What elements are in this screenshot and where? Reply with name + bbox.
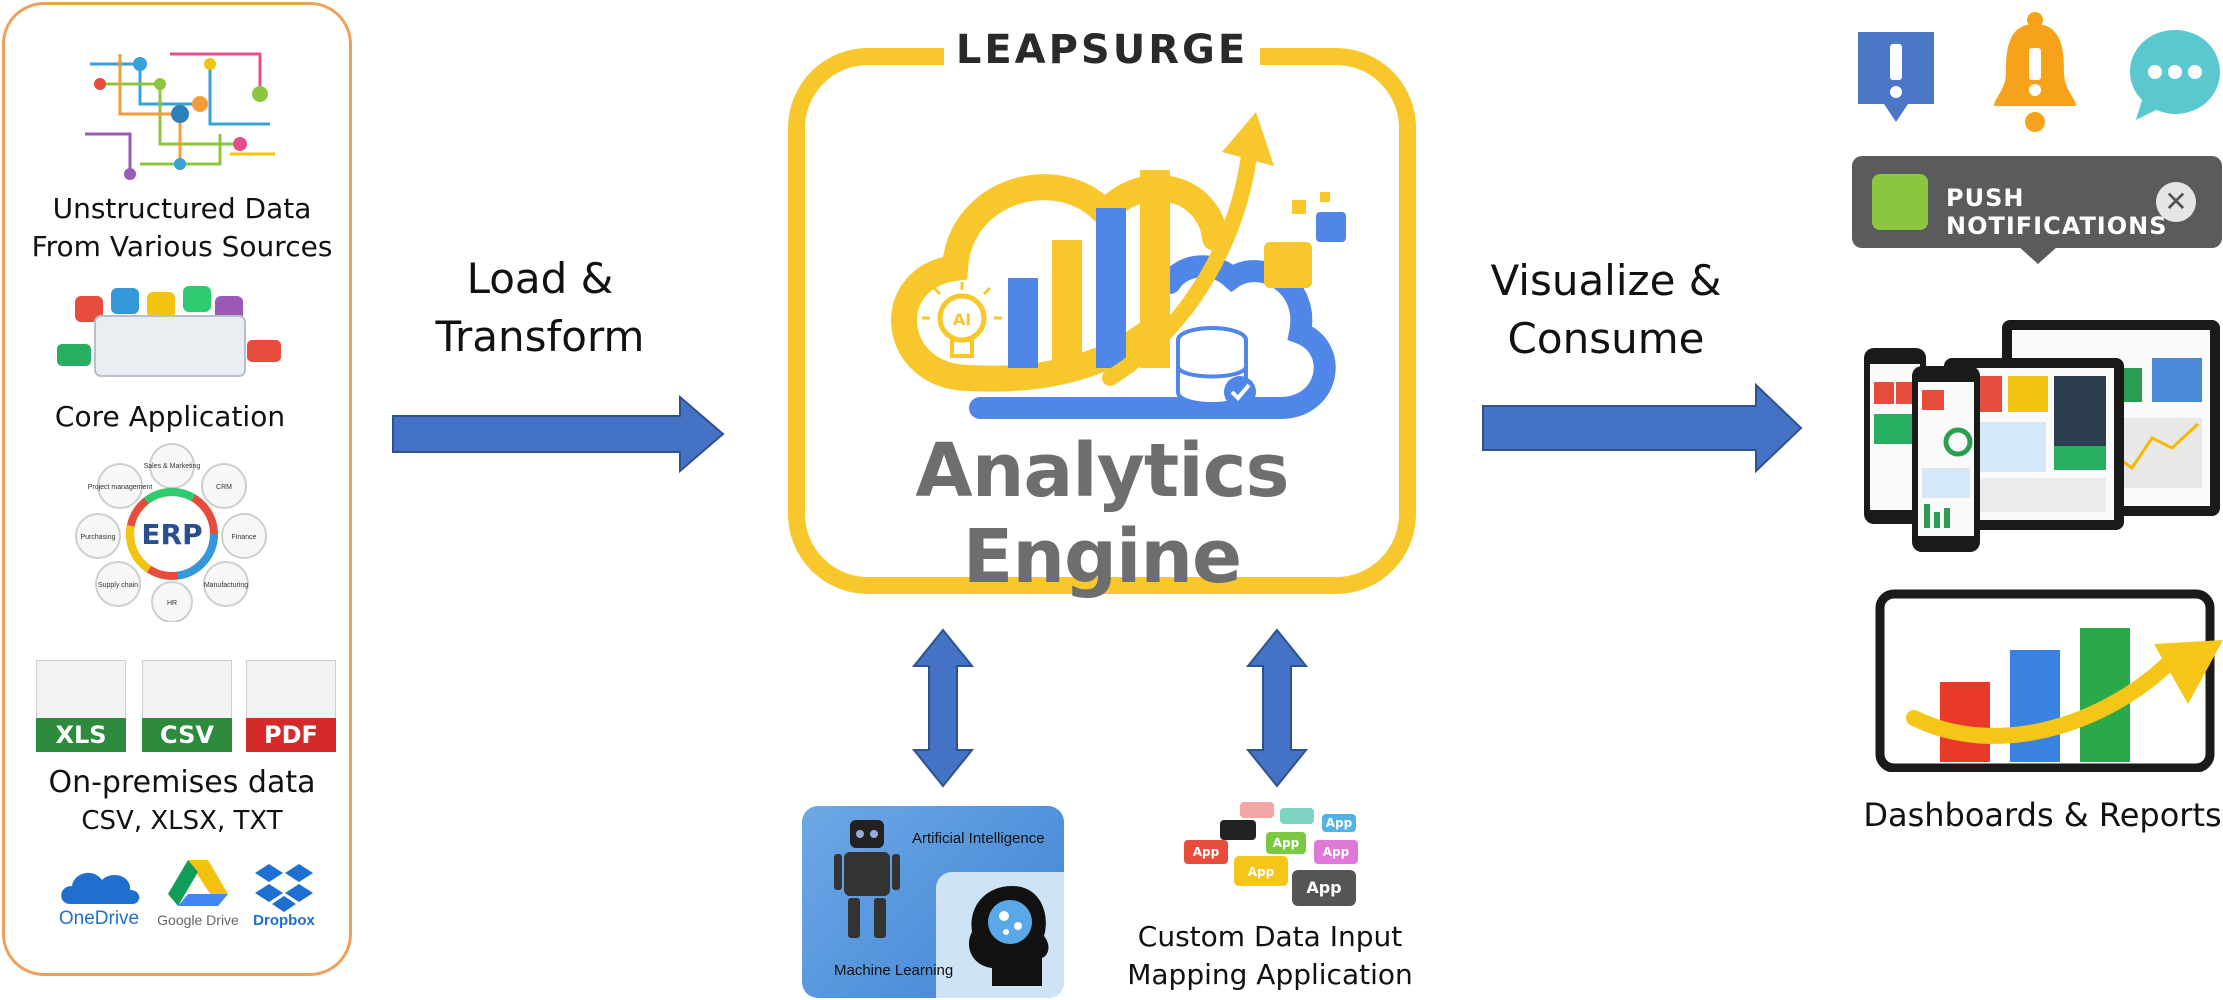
close-icon[interactable]: ✕ <box>2156 182 2196 222</box>
ai-ml-module: Artificial Intelligence Machine Learning <box>802 806 1064 998</box>
pdf-file-label: PDF <box>246 718 336 752</box>
dropbox-icon <box>255 864 313 912</box>
robot-icon <box>834 820 900 938</box>
ai-label: Artificial Intelligence <box>912 830 1045 847</box>
erp-module-manufacturing: Manufacturing <box>204 582 248 589</box>
erp-module-purchasing: Purchasing <box>80 534 115 541</box>
csv-file-icon: CSV <box>142 660 232 756</box>
push-notification-bar: PUSH NOTIFICATIONS ✕ <box>1852 156 2222 248</box>
xls-file-icon: XLS <box>36 660 126 756</box>
bell-icon <box>1994 12 2076 132</box>
app-tile-label: App <box>1323 845 1350 859</box>
core-application-apps-icon <box>57 286 281 377</box>
ai-double-arrow <box>912 628 974 788</box>
alert-badge-icon <box>1858 32 1934 122</box>
core-application-label: Core Application <box>54 400 286 433</box>
dashboard-report-icon <box>1875 589 2223 772</box>
onedrive-cloud-icon <box>61 872 140 904</box>
csv-file-label: CSV <box>142 718 232 752</box>
erp-module-sales: Sales & Marketing <box>144 463 201 470</box>
app-tile-label: App <box>1306 878 1341 897</box>
custom-app-double-arrow <box>1246 628 1308 788</box>
custom-app-tiles-icon: App App App App App App <box>1184 802 1358 906</box>
erp-modules-diagram: ERP Sales & Marketing CRM Finance Manufa… <box>75 443 267 622</box>
push-notifications-label: PUSH NOTIFICATIONS <box>1946 184 2168 240</box>
analytics-engine-title: Analytics Engine <box>915 428 1289 600</box>
load-transform-arrow <box>392 394 725 474</box>
erp-module-finance: Finance <box>232 534 257 541</box>
erp-module-crm: CRM <box>216 484 232 491</box>
google-drive-icon <box>168 860 228 906</box>
push-bar-pointer <box>2018 246 2058 264</box>
xls-file-label: XLS <box>36 718 126 752</box>
visualize-consume-label: Visualize & Consume <box>1490 256 1722 363</box>
custom-app-label: Custom Data Input Mapping Application <box>1127 920 1413 991</box>
google-drive-label: Google Drive <box>157 912 239 928</box>
visualize-consume-arrow <box>1482 382 1803 474</box>
erp-module-supply-chain: Supply chain <box>98 582 138 589</box>
erp-module-hr: HR <box>167 600 177 607</box>
unstructured-data-label: Unstructured Data From Various Sources <box>31 192 333 263</box>
onedrive-label: OneDrive <box>58 908 140 929</box>
erp-module-project: Project management <box>88 484 153 491</box>
onprem-formats: CSV, XLSX, TXT <box>81 806 283 836</box>
pdf-file-icon: PDF <box>246 660 336 756</box>
unstructured-data-network-icon <box>85 52 275 180</box>
dropbox-label: Dropbox <box>253 912 315 929</box>
analytics-engine-cloud-icon: AI <box>891 112 1346 419</box>
ml-label: Machine Learning <box>834 962 954 979</box>
devices-dashboard-icon <box>1864 320 2220 552</box>
data-sources-panel <box>2 2 352 976</box>
ai-bulb-label: AI <box>953 310 971 329</box>
database-icon <box>1176 326 1256 408</box>
leapsurge-brand: LEAPSURGE <box>944 22 1260 78</box>
app-tile-label: App <box>1326 816 1353 830</box>
brain-head-icon <box>968 886 1049 986</box>
notification-app-icon <box>1872 174 1928 230</box>
app-tile-label: App <box>1193 845 1220 859</box>
dashboards-reports-label: Dashboards & Reports <box>1863 796 2222 834</box>
erp-center-label: ERP <box>141 518 202 551</box>
app-tile-label: App <box>1273 836 1300 850</box>
load-transform-label: Load & Transform <box>435 254 645 361</box>
app-tile-label: App <box>1248 865 1275 879</box>
chat-bubble-icon <box>2130 30 2220 120</box>
onprem-title: On-premises data <box>48 765 316 800</box>
